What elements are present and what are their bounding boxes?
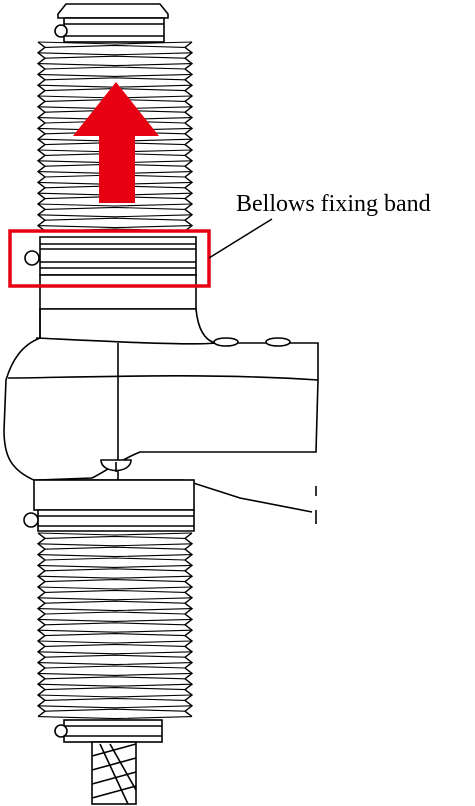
up-arrow-icon (73, 82, 159, 203)
callout-label: Bellows fixing band (236, 191, 431, 217)
bellows-fixing-band-lower (23, 479, 195, 532)
upper-bellows-right-edge (183, 41, 194, 232)
housing-body (3, 308, 319, 524)
top-cap (54, 3, 169, 43)
lower-bellows-folds (37, 532, 193, 720)
lower-bellows (36, 532, 194, 720)
bellows-fixing-band-upper (24, 236, 197, 310)
upper-bellows-left-edge (36, 41, 47, 232)
bottom-cap (54, 719, 163, 805)
callout-leader-line (208, 218, 273, 259)
lower-bellows-right-edge (183, 532, 194, 718)
fixing-band-highlight-frame (8, 229, 211, 288)
lower-bellows-left-edge (36, 532, 47, 718)
